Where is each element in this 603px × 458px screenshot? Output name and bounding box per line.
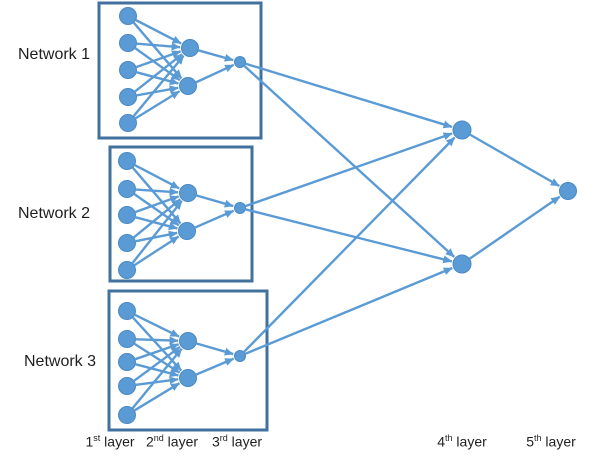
edge-arrow <box>194 209 235 229</box>
layer-label-3rd: 3rd layer <box>212 433 262 450</box>
edge-arrow <box>133 345 181 382</box>
edge-arrow <box>135 19 182 45</box>
edge-arrow <box>135 187 179 196</box>
edge-arrow <box>134 382 181 412</box>
hidden-node <box>178 222 196 240</box>
layer-label-4th: 4th layer <box>437 433 487 450</box>
edge-arrow <box>469 195 561 260</box>
network-output-node <box>234 202 246 214</box>
layer-label-word: layer <box>541 433 576 450</box>
layer-label-word: layer <box>100 433 135 450</box>
input-node <box>118 406 136 424</box>
edge-arrow <box>136 85 179 97</box>
input-node <box>119 114 137 132</box>
hidden-node <box>179 369 197 387</box>
edge-arrow <box>243 136 456 353</box>
edge-arrow <box>134 47 181 82</box>
network-box <box>97 1 263 140</box>
input-node <box>119 34 137 52</box>
input-node <box>118 353 136 371</box>
layer-label-number: 5 <box>526 433 535 450</box>
input-node <box>118 152 136 170</box>
layer-label-ordinal: rd <box>219 433 228 443</box>
edge-arrow <box>134 164 180 190</box>
edge-arrow <box>133 342 181 374</box>
layer4-node <box>452 120 472 140</box>
layer-label-ordinal: nd <box>153 433 164 443</box>
edge-arrow <box>135 336 179 345</box>
network-output-node <box>234 350 246 362</box>
edge-arrow <box>245 266 453 355</box>
layer5-node <box>559 182 577 200</box>
layer-label-word: layer <box>452 433 487 450</box>
layer-label-5th: 5th layer <box>526 433 576 450</box>
network-2-label: Network 2 <box>17 205 91 222</box>
edge-arrow <box>133 193 180 227</box>
edge-arrow <box>245 62 453 129</box>
input-node <box>118 302 136 320</box>
input-node <box>118 180 136 198</box>
layer-label-1st: 1st layer <box>85 433 134 450</box>
nodes <box>118 7 577 424</box>
layer-label-number: 4 <box>437 433 446 450</box>
network-1-label: Network 1 <box>17 46 91 63</box>
edge-arrow <box>469 133 560 188</box>
input-node <box>118 330 136 348</box>
input-node <box>118 234 136 252</box>
hidden-node <box>181 39 199 57</box>
input-node <box>119 61 137 79</box>
input-node <box>118 377 136 395</box>
layer-label-number: 3 <box>211 433 220 450</box>
edge-arrow <box>132 54 185 117</box>
layer4-node <box>452 254 472 274</box>
input-node <box>119 88 137 106</box>
layer-label-2nd: 2nd layer <box>146 433 198 450</box>
edge-arrow <box>136 42 181 51</box>
edge-arrow <box>135 90 181 120</box>
edge-arrow <box>134 313 180 338</box>
network-output-node <box>234 56 246 68</box>
edge-arrow <box>135 376 179 387</box>
edge-arrow <box>136 71 179 86</box>
layer-label-word: layer <box>227 433 263 450</box>
edge-arrow <box>135 363 179 378</box>
edge-arrow <box>131 347 183 409</box>
network-box <box>107 289 269 432</box>
hidden-node <box>179 332 197 350</box>
edges <box>131 19 561 412</box>
edge-arrow <box>134 53 183 93</box>
edge-arrow <box>195 357 235 376</box>
edge-arrow <box>243 65 456 258</box>
edge-arrow <box>245 132 453 208</box>
input-node <box>118 206 136 224</box>
edge-arrow <box>132 316 183 372</box>
edge-arrow <box>135 230 178 243</box>
edge-arrow <box>198 49 234 62</box>
edge-arrow <box>195 63 235 84</box>
input-node <box>118 261 136 279</box>
layer-label-number: 2 <box>145 433 154 450</box>
layer-label-number: 1 <box>85 433 94 450</box>
layer-label-ordinal: st <box>93 433 101 443</box>
layer-label-ordinal: th <box>534 433 542 443</box>
edge-arrow <box>196 342 234 356</box>
edge-arrow <box>135 216 178 231</box>
edge-arrow <box>131 200 183 264</box>
edge-arrow <box>196 194 234 208</box>
network-boxes <box>97 1 269 432</box>
network-3-label: Network 3 <box>23 353 97 370</box>
edge-arrow <box>133 235 180 267</box>
hidden-node <box>179 77 197 95</box>
edge-arrow <box>135 195 180 214</box>
hidden-node <box>179 184 197 202</box>
layer-label-word: layer <box>163 433 199 450</box>
input-node <box>119 7 137 25</box>
edge-arrow <box>245 208 453 264</box>
network-box <box>108 145 254 283</box>
layer-label-ordinal: th <box>445 433 453 443</box>
edge-arrow <box>133 198 182 239</box>
